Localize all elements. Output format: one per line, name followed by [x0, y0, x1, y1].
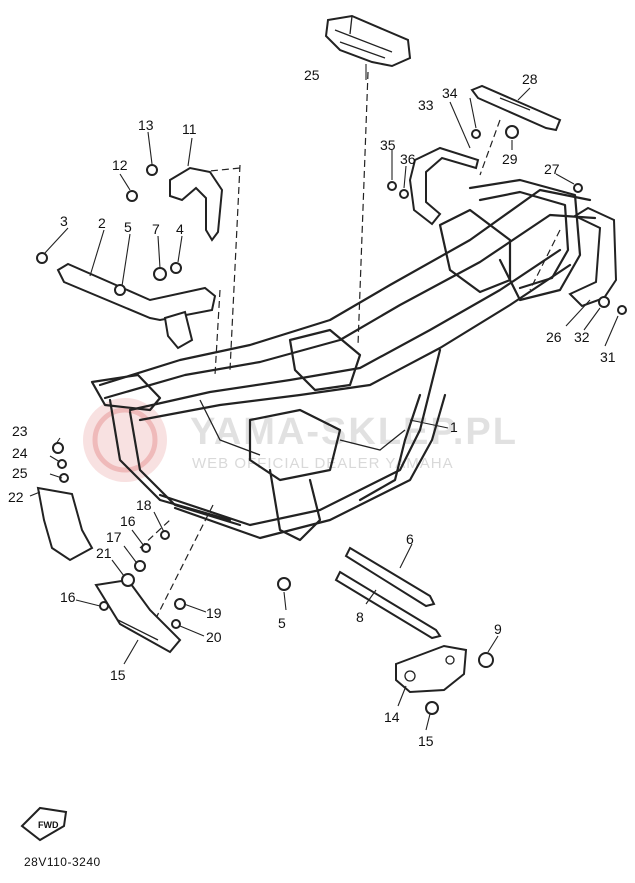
part-8-long-bolt: [334, 570, 442, 640]
part-5-bolt-icon-b: [277, 577, 291, 591]
part-7-collar-icon: [153, 267, 167, 281]
leader-lines: [29, 64, 619, 731]
callout-5b: 5: [278, 615, 286, 631]
callout-25: 25: [12, 465, 28, 481]
part-4-bolt-icon: [170, 262, 182, 274]
callout-20: 20: [206, 629, 222, 645]
part-18-bolt-icon: [160, 530, 170, 540]
part-1-main-frame: [90, 178, 597, 542]
callout-31: 31: [600, 349, 616, 365]
part-5-bolt-icon: [114, 284, 126, 296]
callout-35: 35: [380, 137, 396, 153]
part-23-bolt-icon: [52, 442, 64, 454]
callout-27: 26: [546, 329, 562, 345]
callout-12: 13: [138, 117, 154, 133]
callout-34: 34: [442, 85, 458, 101]
part-2-footrest-bar: [56, 262, 217, 350]
callout-9: 9: [494, 621, 502, 637]
callout-29: 28: [522, 71, 538, 87]
watermark-text-sub: WEB OFFICIAL DEALER YAMAHA: [192, 455, 454, 472]
callout-15: 15: [110, 667, 126, 683]
part-31-bolt-icon: [617, 305, 627, 315]
callout-8: 8: [356, 609, 364, 625]
part-3-bolt-icon: [36, 252, 48, 264]
callout-4: 4: [176, 221, 184, 237]
callout-17: 17: [106, 529, 122, 545]
part-13-bracket: [395, 644, 468, 694]
fwd-arrow: FWD: [20, 806, 68, 842]
callout-19: 19: [206, 605, 222, 621]
callout-32: 32: [574, 329, 590, 345]
callout-labels: 25 28 34 33 29 27 35 36 26 32 31 11 13 1…: [8, 67, 616, 749]
callout-3: 3: [60, 213, 68, 229]
callout-28: 27: [544, 161, 560, 177]
part-20-pin-icon: [171, 619, 181, 629]
callout-18: 18: [136, 497, 152, 513]
callout-30: 29: [502, 151, 518, 167]
part-14-nut-icon: [425, 701, 439, 715]
callout-24: 24: [12, 445, 28, 461]
callout-26: 25: [304, 67, 320, 83]
part-10-bracket: [169, 166, 224, 242]
part-26-seat-bracket: [324, 14, 412, 68]
part-19-spring-icon: [174, 598, 186, 610]
watermark-text-main: YAMA-SKLEP.PL: [190, 411, 518, 453]
part-12-bolt-icon: [146, 164, 158, 176]
part-9-nut-icon: [478, 652, 494, 668]
part-17-collar-icon: [134, 560, 146, 572]
callout-23: 23: [12, 423, 28, 439]
part-35-bolt-icon: [387, 181, 397, 191]
part-21-bushing-icon: [121, 573, 135, 587]
part-15-stand-plate: [94, 578, 182, 654]
callout-13: 14: [384, 709, 400, 725]
part-16-bolt-icon: [99, 601, 109, 611]
part-6-long-bolt: [344, 546, 436, 608]
part-34-bolt-icon: [471, 129, 481, 139]
part-32-washer-icon: [598, 296, 610, 308]
part-30-nut-icon: [505, 125, 519, 139]
callout-5: 5: [124, 219, 132, 235]
part-22-bracket: [36, 486, 94, 562]
part-25-nut-icon: [59, 473, 69, 483]
callout-16: 16: [120, 513, 136, 529]
callout-22: 22: [8, 489, 24, 505]
part-36-washer-icon: [399, 189, 409, 199]
callout-33: 33: [418, 97, 434, 113]
part-33-grab-rail: [408, 146, 480, 226]
callout-36: 36: [400, 151, 416, 167]
part-28-bolt-icon: [573, 183, 583, 193]
fwd-arrow-icon: [20, 806, 68, 842]
callout-16b: 16: [60, 589, 76, 605]
callout-2: 2: [98, 215, 106, 231]
part-27-grab-rail: [568, 206, 618, 308]
callout-14: 15: [418, 733, 434, 749]
callout-6: 6: [406, 531, 414, 547]
callout-10: 11: [182, 121, 197, 137]
callout-21: 21: [96, 545, 112, 561]
part-29-rear-plate: [470, 84, 562, 132]
assembly-dash-lines: [139, 71, 561, 631]
part-11-nut-icon: [126, 190, 138, 202]
diagram-code: 28V110-3240: [24, 855, 101, 869]
callout-1: 1: [450, 419, 458, 435]
callout-7: 7: [152, 221, 160, 237]
fwd-label: FWD: [38, 820, 59, 830]
callout-11: 12: [112, 157, 128, 173]
